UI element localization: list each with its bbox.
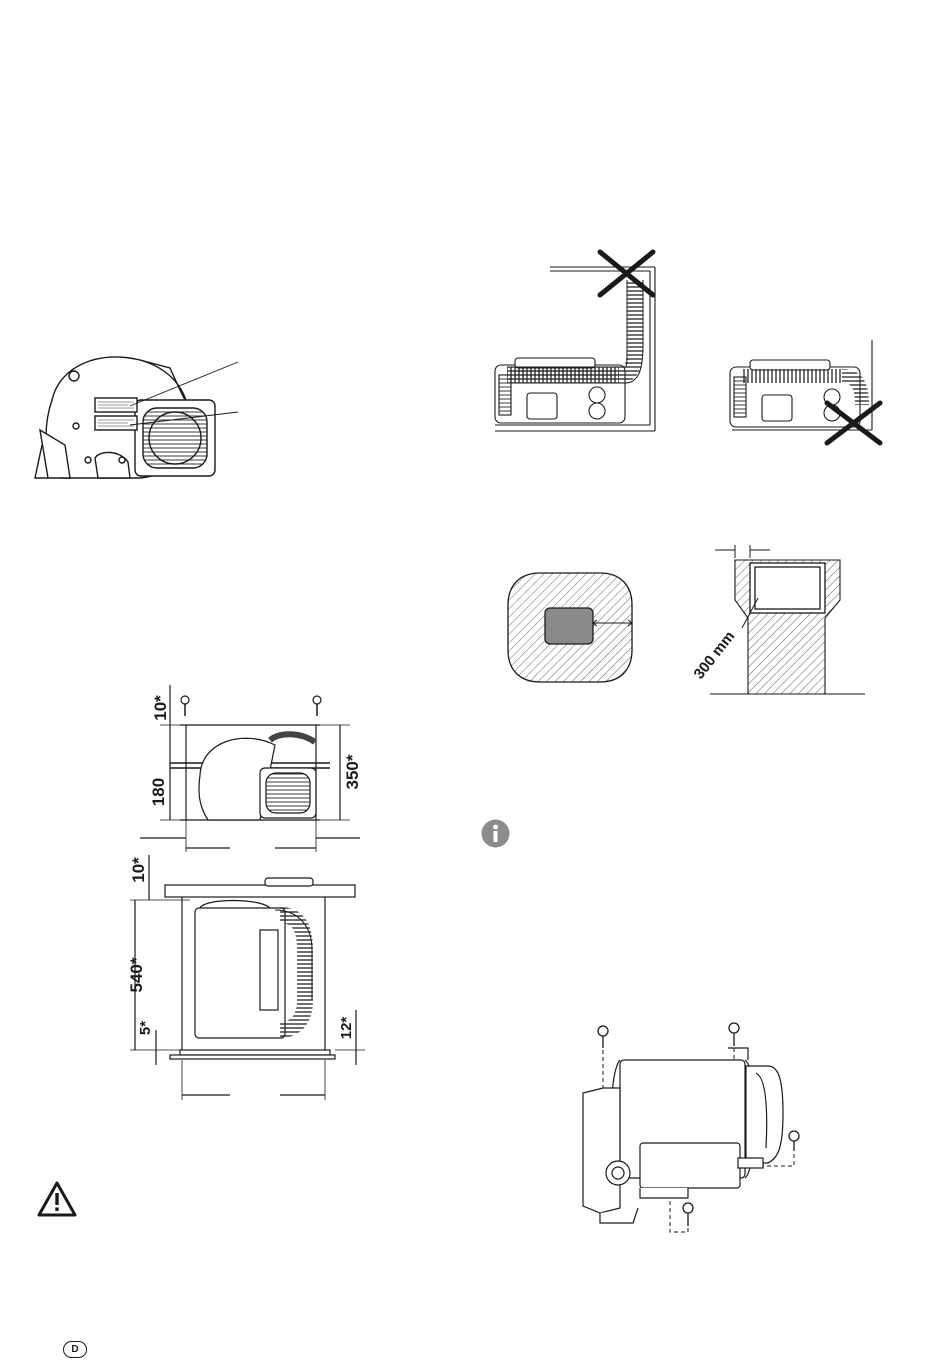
clearance-zone-top-view-figure [505, 570, 635, 685]
side-view-dimension-figure: 10* 540* 5* 12* [120, 850, 370, 1110]
mounting-screws-figure [578, 1018, 818, 1238]
dim-base-height: 180 [149, 778, 168, 806]
warning-triangle-icon [36, 1180, 78, 1218]
dim-side-clearance: 10* [129, 857, 148, 883]
dim-front-gap: 12* [338, 1017, 355, 1040]
dim-depth: 540* [127, 957, 146, 992]
dim-cabinet-height: 350* [343, 754, 362, 789]
front-view-dimension-figure: 10* 180 350* [130, 680, 370, 855]
dim-top-clearance: 10* [151, 695, 170, 721]
dim-distance: 300 mm [691, 628, 739, 682]
info-icon [481, 819, 510, 848]
duct-routing-wrong-bend-figure [722, 335, 892, 450]
duct-routing-wrong-upward-figure [485, 245, 675, 440]
unit-type-plate-figure [30, 350, 250, 485]
language-badge: D [63, 1341, 87, 1358]
dim-rear-gap: 5* [137, 1021, 154, 1035]
cabinet-distance-figure: 300 mm [680, 540, 870, 700]
